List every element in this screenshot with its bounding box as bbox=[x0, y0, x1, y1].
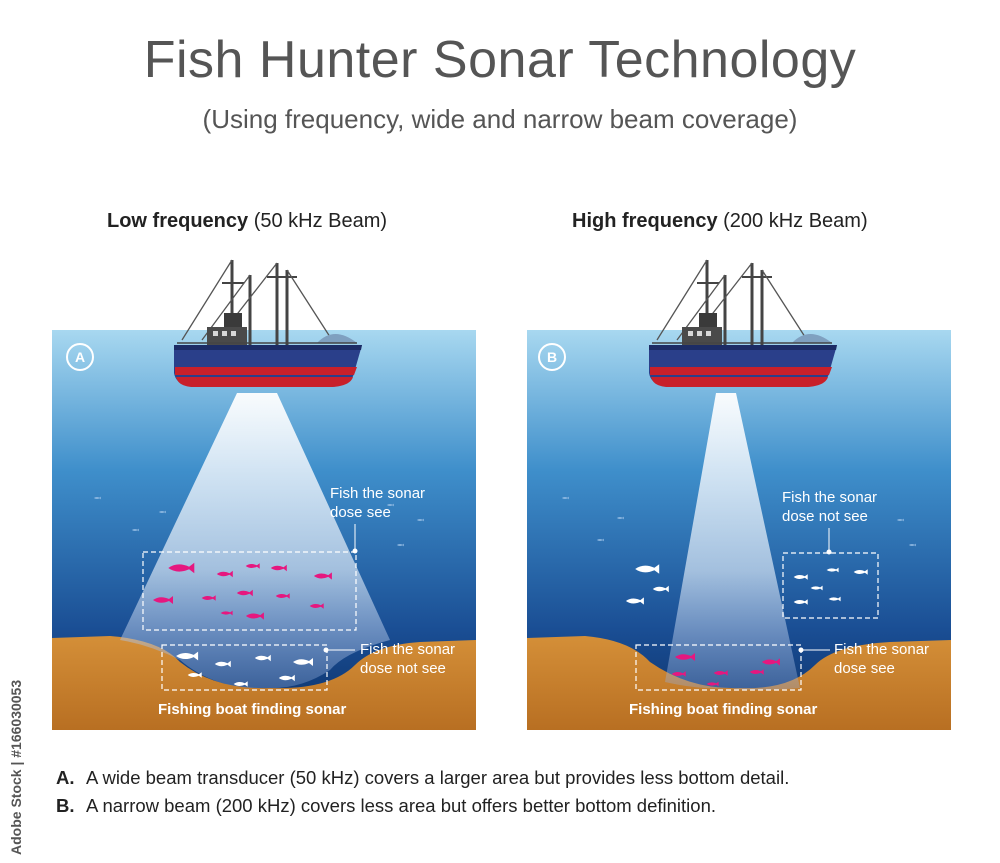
stock-watermark: Adobe Stock | #166030053 bbox=[8, 679, 24, 855]
bottom-label-a: Fishing boat finding sonar bbox=[158, 701, 346, 718]
seabed-a bbox=[52, 636, 476, 730]
note-b-letter: B. bbox=[56, 795, 75, 816]
callout-unseen-b-line2: dose not see bbox=[782, 508, 868, 525]
note-b: B. A narrow beam (200 kHz) covers less ar… bbox=[56, 792, 976, 820]
fishing-boat-a bbox=[172, 258, 364, 389]
unseen-box-a bbox=[161, 644, 328, 691]
panel-b: Fish the sonar dose not see Fish the son… bbox=[527, 258, 951, 730]
badge-b bbox=[538, 343, 566, 371]
note-a: A. A wide beam transducer (50 kHz) covers… bbox=[56, 764, 976, 792]
panel-a: Fish the sonar dose see Fish the sonar d… bbox=[52, 258, 476, 730]
panel-b-heading-bold: High frequency bbox=[572, 210, 718, 232]
callout-unseen-a-line1: Fish the sonar bbox=[360, 641, 455, 658]
seen-box-a bbox=[142, 551, 357, 631]
callout-seen-a-line2: dose see bbox=[330, 504, 391, 521]
callout-unseen-b-line1: Fish the sonar bbox=[782, 489, 877, 506]
page-subtitle: (Using frequency, wide and narrow beam c… bbox=[202, 104, 798, 134]
panel-a-heading-bold: Low frequency bbox=[107, 210, 249, 232]
panel-a-heading-rest: (50 kHz Beam) bbox=[248, 210, 388, 232]
sonar-diagram: Fish the sonar dose see Fish the sonar d… bbox=[52, 258, 951, 730]
bottom-label-b: Fishing boat finding sonar bbox=[629, 701, 817, 718]
seen-box-b bbox=[635, 644, 802, 691]
sonar-beam-narrow bbox=[665, 393, 800, 690]
panel-b-heading: High frequency (200 kHz Beam) bbox=[572, 210, 868, 233]
badge-a bbox=[66, 343, 94, 371]
panel-a-heading: Low frequency (50 kHz Beam) bbox=[107, 210, 387, 233]
note-a-letter: A. bbox=[56, 767, 75, 788]
seabed-b bbox=[527, 636, 951, 730]
callout-seen-b-line2: dose see bbox=[834, 660, 895, 677]
notes: A. A wide beam transducer (50 kHz) covers… bbox=[56, 764, 976, 820]
badge-b-letter: B bbox=[547, 349, 557, 365]
callout-unseen-a-line2: dose not see bbox=[360, 660, 446, 677]
callout-seen-b-line1: Fish the sonar bbox=[834, 641, 929, 658]
note-a-text: A wide beam transducer (50 kHz) covers a… bbox=[86, 767, 790, 788]
panel-b-heading-rest: (200 kHz Beam) bbox=[717, 210, 868, 232]
fishing-boat-b bbox=[647, 258, 839, 389]
page-title: Fish Hunter Sonar Technology bbox=[143, 31, 857, 89]
callout-seen-a-line1: Fish the sonar bbox=[330, 485, 425, 502]
sonar-beam-wide bbox=[120, 393, 390, 689]
note-b-text: A narrow beam (200 kHz) covers less area… bbox=[86, 795, 716, 816]
badge-a-letter: A bbox=[75, 349, 85, 365]
